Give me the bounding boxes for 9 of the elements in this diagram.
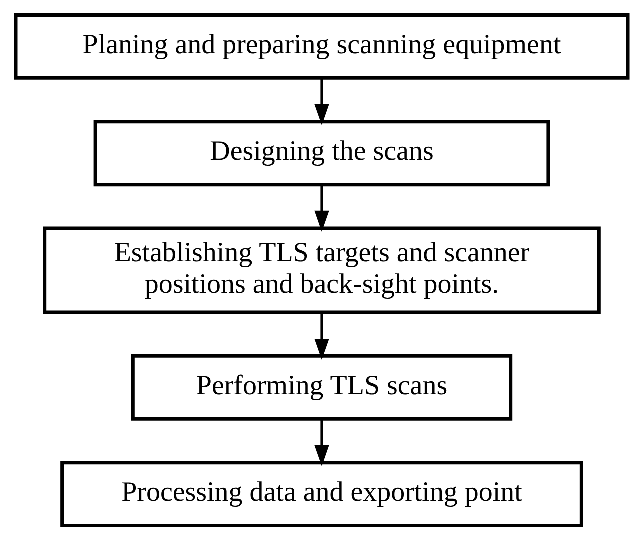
arrow <box>314 419 329 466</box>
arrow <box>314 78 329 126</box>
node-box: Designing the scans <box>93 120 550 187</box>
node-box: Performing TLS scans <box>130 354 512 421</box>
node-box: Planing and preparing scanning equipment <box>14 13 630 80</box>
arrow <box>314 312 329 360</box>
node-box: Establishing TLS targets and scanner positions and back-sight points. <box>42 226 600 314</box>
arrow <box>314 184 329 232</box>
node-box: Processing data and exporting point <box>60 461 583 528</box>
